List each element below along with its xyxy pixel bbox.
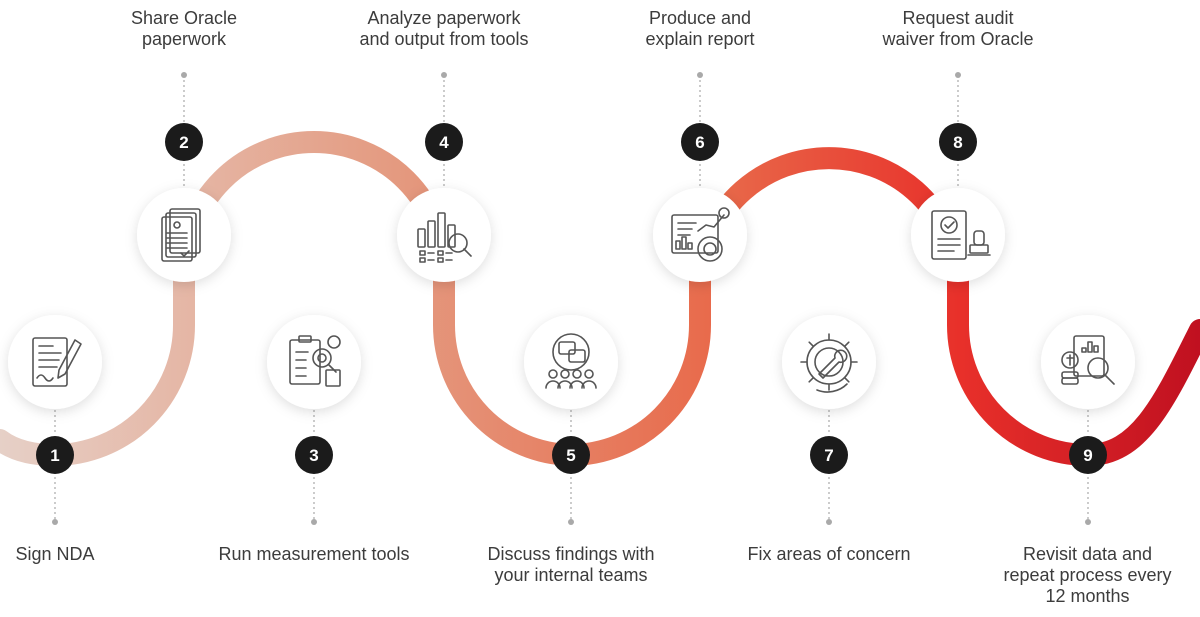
- step-8-connector-dot: [955, 72, 961, 78]
- step-3-label: Run measurement tools: [218, 544, 410, 564]
- step-5-node: 5: [524, 315, 618, 474]
- dashboard-report-icon: [671, 207, 730, 262]
- step-7-connector-dot: [826, 519, 832, 525]
- step-6-connector-dot: [697, 72, 703, 78]
- step-1-node: 1: [8, 315, 102, 474]
- step-2-icon-circle: [137, 188, 231, 282]
- step-8-badge-number: 8: [953, 133, 962, 152]
- step-3-badge-number: 3: [309, 446, 318, 465]
- step-8-icon-circle: [911, 188, 1005, 282]
- document-stamp-icon: [931, 210, 991, 260]
- bar-chart-magnifier-icon: [417, 212, 472, 263]
- step-9-badge-number: 9: [1083, 446, 1092, 465]
- step-7-badge-number: 7: [824, 446, 833, 465]
- step-1-label: Sign NDA: [15, 544, 95, 564]
- step-4-badge-number: 4: [439, 133, 449, 152]
- step-6-label: Produce and explain report: [645, 8, 755, 49]
- step-4-node: 4: [397, 123, 491, 282]
- step-5-badge: [552, 436, 590, 474]
- document-signing-pen-icon: [32, 337, 82, 387]
- step-4-label: Analyze paperwork and output from tools: [359, 8, 529, 49]
- step-2-badge-number: 2: [179, 133, 188, 152]
- step-8-node: 8: [911, 123, 1005, 282]
- team-discussion-icon: [545, 333, 597, 389]
- step-5-connector-dot: [568, 519, 574, 525]
- step-7-icon-circle: [782, 315, 876, 409]
- step-9-label: Revisit data and repeat process every 12…: [1003, 544, 1172, 606]
- step-1-badge-number: 1: [50, 446, 59, 465]
- step-6-icon-circle: [653, 188, 747, 282]
- step-2-connector-dot: [181, 72, 187, 78]
- step-3-node: 3: [267, 315, 361, 474]
- step-6-node: 6: [653, 123, 747, 282]
- step-7-node: 7: [782, 315, 876, 474]
- step-1-connector-dot: [52, 519, 58, 525]
- step-5-badge-number: 5: [566, 446, 575, 465]
- step-4-connector-dot: [441, 72, 447, 78]
- step-9-node: 9: [1041, 315, 1135, 474]
- step-3-connector-dot: [311, 519, 317, 525]
- step-4-badge: [425, 123, 463, 161]
- step-9-connector-dot: [1085, 519, 1091, 525]
- step-8-label: Request audit waiver from Oracle: [882, 8, 1034, 49]
- step-6-badge: [681, 123, 719, 161]
- step-8-badge: [939, 123, 977, 161]
- step-5-label: Discuss findings with your internal team…: [487, 544, 655, 585]
- step-3-badge: [295, 436, 333, 474]
- step-9-icon-circle: [1041, 315, 1135, 409]
- step-2-label: Share Oracle paperwork: [130, 8, 238, 49]
- stacked-documents-icon: [161, 208, 201, 262]
- financial-report-magnifier-icon: [1061, 335, 1115, 385]
- step-4-icon-circle: [397, 188, 491, 282]
- step-7-badge: [810, 436, 848, 474]
- clipboard-magnifier-icon: [289, 335, 341, 387]
- step-2-badge: [165, 123, 203, 161]
- step-2-node: 2: [137, 123, 231, 282]
- step-9-badge: [1069, 436, 1107, 474]
- step-7-label: Fix areas of concern: [747, 544, 911, 564]
- step-1-icon-circle: [8, 315, 102, 409]
- gear-wrench-icon: [800, 333, 858, 393]
- step-6-badge-number: 6: [695, 133, 704, 152]
- step-1-badge: [36, 436, 74, 474]
